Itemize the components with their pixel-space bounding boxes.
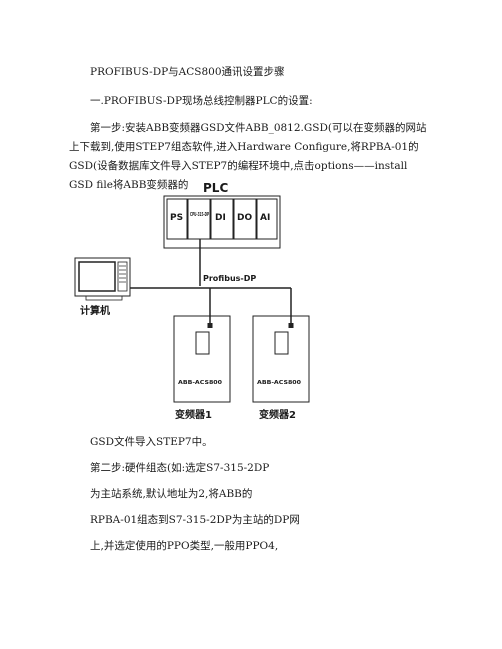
- drive2-connector: [288, 323, 294, 328]
- step1-paragraph: 第一步:安装ABB变频器GSD文件ABB_0812.GSD(可以在变频器的网站上…: [69, 122, 427, 191]
- module-ps-label: PS: [170, 213, 183, 223]
- step2-line4: 上,并选定使用的PPO类型,一般用PPO4,: [90, 540, 279, 552]
- bus-label: Profibus-DP: [203, 274, 256, 283]
- module-cpu: [187, 198, 211, 240]
- plc-rack: [163, 195, 281, 249]
- drive2-box: [252, 315, 310, 403]
- module-di: [210, 198, 234, 240]
- drive1-box: [173, 315, 231, 403]
- drive1-model: ABB-ACS800: [178, 380, 223, 386]
- drive2-label: 变频器2: [259, 408, 296, 421]
- drive2-display: [274, 331, 289, 355]
- plc-label: PLC: [203, 181, 228, 195]
- module-di-label: DI: [215, 213, 226, 223]
- drive2-model: ABB-ACS800: [257, 380, 302, 386]
- computer-base: [85, 295, 123, 301]
- module-ps: [166, 198, 188, 240]
- doc-title: PROFIBUS-DP与ACS800通讯设置步骤: [90, 66, 285, 78]
- plc-network-diagram: PLC PS CPU-315-DP DI DO AI Profibus-DP 计…: [74, 181, 310, 421]
- module-cpu-label: CPU-315-DP: [190, 212, 209, 218]
- module-ai: [256, 198, 278, 240]
- computer-screen: [78, 261, 116, 292]
- step2-line3: RPBA-01组态到S7-315-2DP为主站的DP网: [90, 514, 300, 526]
- step2-line1: 第二步:硬件组态(如:选定S7-315-2DP: [90, 462, 270, 474]
- drive1-connector: [207, 323, 213, 328]
- computer-icon: [74, 257, 131, 297]
- computer-panel: [117, 261, 128, 292]
- step1-continued: GSD文件导入STEP7中。: [90, 436, 213, 448]
- drive1-label: 变频器1: [175, 408, 212, 421]
- computer-label: 计算机: [80, 304, 110, 317]
- module-ai-label: AI: [260, 213, 270, 223]
- drive1-display: [195, 331, 210, 355]
- step2-line2: 为主站系统,默认地址为2,将ABB的: [90, 488, 253, 500]
- module-do: [233, 198, 257, 240]
- section-heading: 一.PROFIBUS-DP现场总线控制器PLC的设置:: [90, 95, 313, 107]
- module-do-label: DO: [237, 213, 252, 223]
